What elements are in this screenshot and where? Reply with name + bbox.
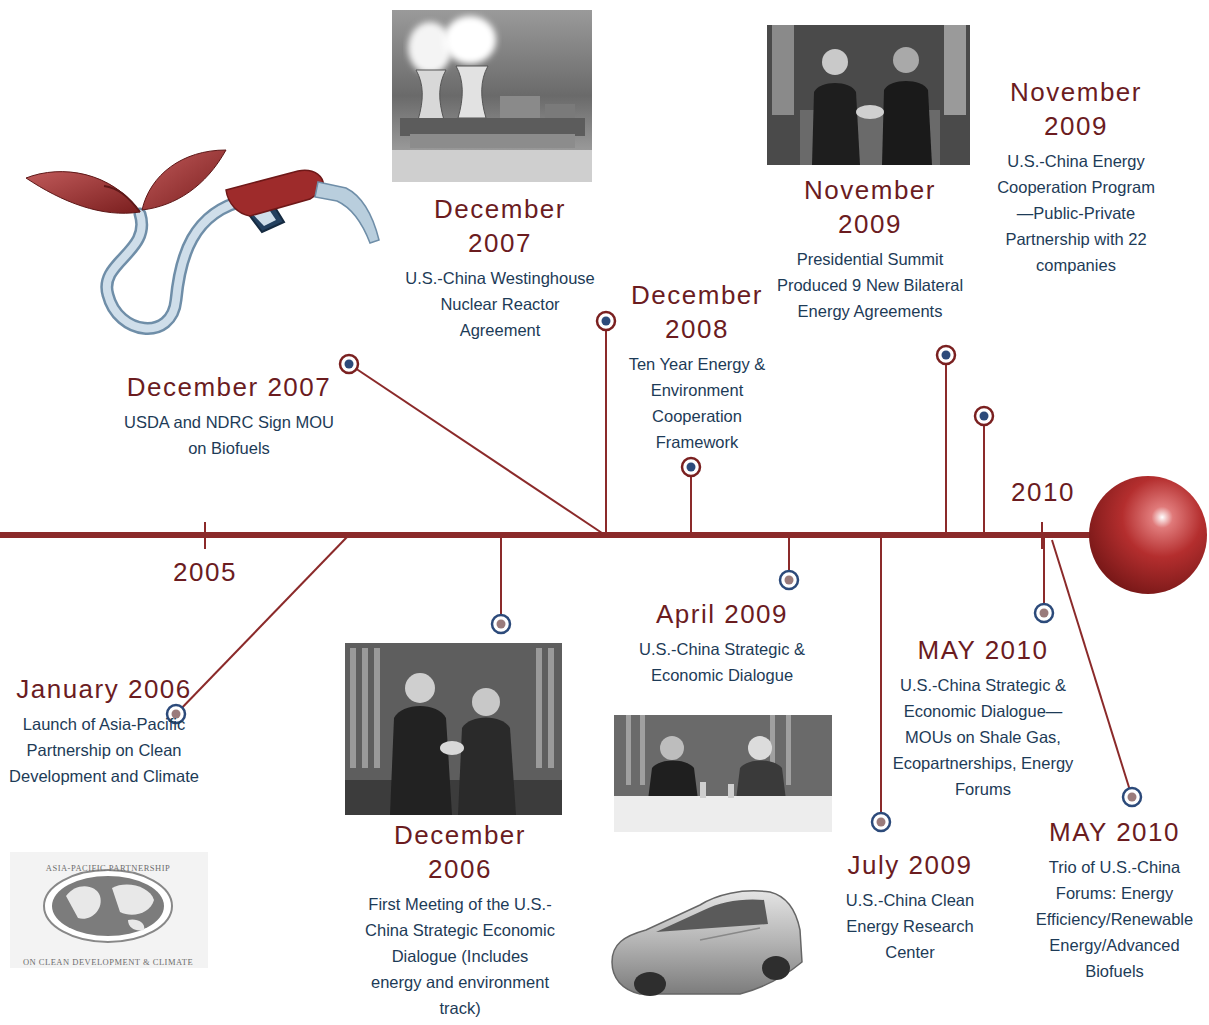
leader-line <box>605 321 607 535</box>
nuclear-plant-photo <box>392 10 592 182</box>
event-description: USDA and NDRC Sign MOU on Biofuels <box>114 409 344 461</box>
event-date: December 2007 <box>400 192 600 260</box>
event-marker <box>975 407 993 425</box>
timeline-sphere <box>1089 476 1207 594</box>
timeline-event: April 2009U.S.-China Strategic & Economi… <box>632 597 812 688</box>
year-label: 2010 <box>993 476 1093 508</box>
logo-text-text: ON CLEAN DEVELOPMENT & CLIMATE <box>23 957 193 967</box>
year-label-text: 2005 <box>169 557 241 587</box>
dialogue-photo-2006 <box>345 643 562 815</box>
event-date: November 2009 <box>775 173 965 241</box>
year-tick <box>1041 522 1043 549</box>
timeline-event: January 2006Launch of Asia-Pacific Partn… <box>4 672 204 789</box>
event-description: U.S.-China Westinghouse Nuclear Reactor … <box>400 265 600 343</box>
timeline-event: November 2009U.S.-China Energy Cooperati… <box>991 75 1161 278</box>
leader-line <box>945 355 947 535</box>
event-marker <box>872 813 890 831</box>
event-description: Presidential Summit Produced 9 New Bilat… <box>775 246 965 324</box>
event-description: U.S.-China Strategic & Economic Dialogue… <box>883 672 1083 802</box>
event-date: December 2008 <box>617 278 777 346</box>
timeline-event: July 2009U.S.-China Clean Energy Researc… <box>830 848 990 965</box>
timeline-event: December 2007U.S.-China Westinghouse Nuc… <box>400 192 600 343</box>
event-marker <box>682 458 700 476</box>
event-description: Trio of U.S.-China Forums: Energy Effici… <box>1022 854 1207 984</box>
app-logo <box>10 852 208 968</box>
event-marker <box>597 312 615 330</box>
summit-photo <box>767 25 970 165</box>
event-date: MAY 2010 <box>883 633 1083 667</box>
event-date: December 2006 <box>365 818 555 886</box>
leader-line <box>500 535 502 624</box>
event-description: U.S.-China Strategic & Economic Dialogue <box>632 636 812 688</box>
event-marker <box>937 346 955 364</box>
year-label: 2005 <box>155 556 255 588</box>
leader-line <box>349 364 605 535</box>
event-marker <box>1035 604 1053 622</box>
year-tick <box>204 522 206 549</box>
timeline-event: MAY 2010Trio of U.S.-China Forums: Energ… <box>1022 815 1207 984</box>
dialogue-photo-2009 <box>614 715 832 832</box>
event-description: Ten Year Energy & Environment Cooperatio… <box>617 351 777 455</box>
timeline-event: December 2008Ten Year Energy & Environme… <box>617 278 777 455</box>
leader-line <box>880 535 882 822</box>
event-description: U.S.-China Energy Cooperation Program—Pu… <box>991 148 1161 278</box>
event-description: First Meeting of the U.S.-China Strategi… <box>365 891 555 1021</box>
event-marker <box>780 571 798 589</box>
event-date: December 2007 <box>114 370 344 404</box>
event-date: January 2006 <box>4 672 204 706</box>
event-date: MAY 2010 <box>1022 815 1207 849</box>
event-date: April 2009 <box>632 597 812 631</box>
timeline-event: MAY 2010U.S.-China Strategic & Economic … <box>883 633 1083 802</box>
logo-text-text: ASIA-PACIFIC PARTNERSHIP <box>46 863 170 873</box>
electric-car <box>612 891 802 996</box>
leader-line <box>983 416 985 535</box>
event-marker <box>492 615 510 633</box>
logo-text: ON CLEAN DEVELOPMENT & CLIMATE <box>13 951 203 969</box>
event-marker <box>340 355 358 373</box>
logo-text: ASIA-PACIFIC PARTNERSHIP <box>13 857 203 875</box>
event-description: U.S.-China Clean Energy Research Center <box>830 887 990 965</box>
event-date: November 2009 <box>991 75 1161 143</box>
timeline-axis <box>0 532 1110 538</box>
biofuel-illustration <box>26 150 379 328</box>
leader-line <box>1043 535 1045 613</box>
event-date: July 2009 <box>830 848 990 882</box>
timeline-event: December 2007USDA and NDRC Sign MOU on B… <box>114 370 344 461</box>
timeline-event: December 2006First Meeting of the U.S.-C… <box>365 818 555 1021</box>
event-marker <box>1123 788 1141 806</box>
year-label-text: 2010 <box>1007 477 1079 507</box>
event-description: Launch of Asia-Pacific Partnership on Cl… <box>4 711 204 789</box>
markers-bottom <box>167 571 1141 831</box>
timeline-event: November 2009Presidential Summit Produce… <box>775 173 965 324</box>
